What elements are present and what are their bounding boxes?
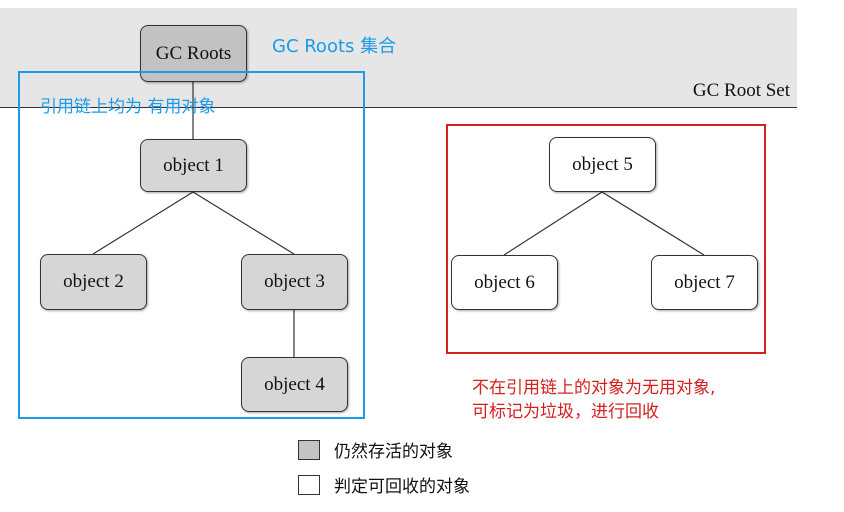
unreachable-objects-outline xyxy=(446,124,766,354)
object-7-node: object 7 xyxy=(651,255,758,310)
legend-collectable-label: 判定可回收的对象 xyxy=(334,477,470,497)
object-5-node: object 5 xyxy=(549,137,656,192)
object-4-node: object 4 xyxy=(241,357,348,412)
edge-object5-object7 xyxy=(601,191,705,256)
legend-alive-label: 仍然存活的对象 xyxy=(334,442,453,462)
edge-object1-object3 xyxy=(192,191,295,255)
gc-root-set-label: GC Root Set xyxy=(692,80,790,101)
legend-collectable-swatch xyxy=(298,474,320,495)
gc-roots-set-annotation: GC Roots 集合 xyxy=(272,36,397,57)
legend-collectable: 判定可回收的对象 xyxy=(298,472,470,497)
edge-object5-object6 xyxy=(503,191,603,256)
gc-root-set-band xyxy=(0,8,797,108)
edge-object1-object2 xyxy=(92,191,194,255)
object-6-node: object 6 xyxy=(451,255,558,310)
reference-chain-annotation: 引用链上均为 有用对象 xyxy=(40,97,216,117)
gc-root-set-divider xyxy=(0,107,797,108)
unreachable-annotation-line-1: 不在引用链上的对象为无用对象, xyxy=(472,378,716,398)
object-2-node: object 2 xyxy=(40,254,147,310)
object-1-node: object 1 xyxy=(140,139,247,192)
object-3-node: object 3 xyxy=(241,254,348,310)
unreachable-annotation-line-2: 可标记为垃圾，进行回收 xyxy=(472,402,659,422)
legend-alive-swatch xyxy=(298,439,320,460)
unreachable-annotation: 不在引用链上的对象为无用对象, 可标记为垃圾，进行回收 xyxy=(472,376,715,424)
reachable-objects-outline xyxy=(18,71,365,419)
legend-alive: 仍然存活的对象 xyxy=(298,437,453,462)
